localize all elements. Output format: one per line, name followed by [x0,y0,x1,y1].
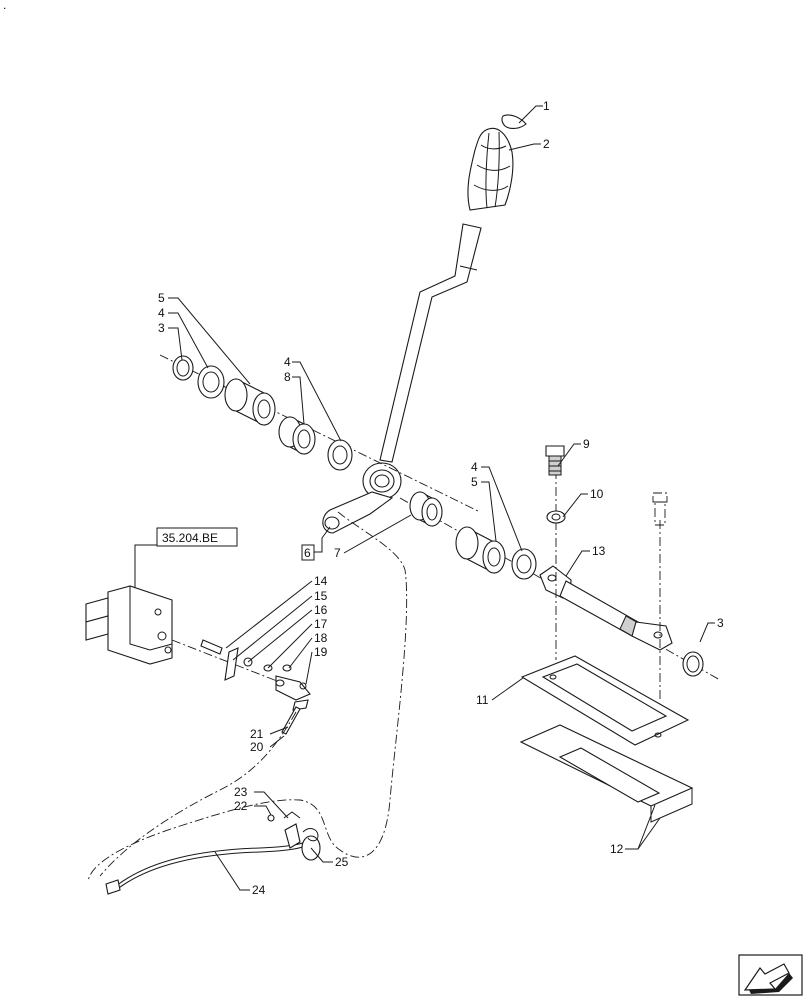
bushing-left [224,378,276,426]
yoke-19 [275,675,311,701]
pivot-bearing [362,462,402,500]
callout-22: 22 [234,799,248,813]
callout-4: 4 [284,355,291,369]
rubber-boot [519,724,694,823]
callout-17: 17 [314,617,328,631]
leader-lines [168,105,715,891]
cable-route-2 [99,711,297,877]
callout-9: 9 [583,437,590,451]
callout-4: 4 [158,306,165,320]
reference-link-box[interactable]: 35.204.BE [134,527,238,588]
right-axis-line [399,497,721,681]
callout-7: 7 [334,546,341,560]
clip-25 [302,828,319,842]
gate-plate [520,655,690,746]
callout-21: 21 [250,727,264,741]
callout-8: 8 [284,370,291,384]
callout-1: 1 [543,99,550,113]
callout-25: 25 [335,855,349,869]
callout-4: 4 [471,460,478,474]
bearing-8 [278,416,316,455]
link-pin-14 [200,639,223,655]
next-page-arrow-icon[interactable] [738,954,803,996]
pivot-rod [539,565,673,651]
circlip-left [172,355,194,381]
callout-15: 15 [314,589,328,603]
control-cable [105,823,321,895]
washer-right [511,548,537,580]
washer-mid [327,439,353,471]
bushing-right [455,526,506,574]
callout-24: 24 [252,883,266,897]
callout-6-box [301,544,315,561]
callout-10: 10 [590,487,604,501]
washer-left [197,365,225,399]
lever-knob [467,127,514,211]
callout-20: 20 [250,740,264,754]
callout-3: 3 [158,321,165,335]
callout-13: 13 [592,544,606,558]
circlip-right [682,651,704,677]
reference-code[interactable]: 35.204.BE [162,531,218,545]
callout-23: 23 [234,785,248,799]
callout-11: 11 [476,693,489,707]
callout-2: 2 [543,137,550,151]
callout-16: 16 [314,603,328,617]
pin-18 [282,664,292,672]
callout-5: 5 [158,291,165,305]
callout-14: 14 [314,574,328,588]
control-valve [85,585,173,665]
nut [546,510,566,524]
callout-12: 12 [610,842,624,856]
callout-labels: 1 2 5 4 3 4 8 9 4 5 10 6 7 13 14 15 16 1… [158,99,724,897]
callout-5: 5 [471,475,478,489]
ghost-pin [652,492,668,526]
callout-6: 6 [304,546,311,560]
knob-pin [501,114,527,129]
callout-19: 19 [314,645,328,659]
gear-lever [379,223,482,463]
clip-15 [224,647,239,681]
bolt [545,445,565,476]
lever-arm [322,491,394,534]
bearing-right [409,491,443,527]
cable-route [87,511,408,883]
callout-18: 18 [314,631,328,645]
corner-dot: . [3,0,6,12]
callout-3: 3 [717,616,724,630]
